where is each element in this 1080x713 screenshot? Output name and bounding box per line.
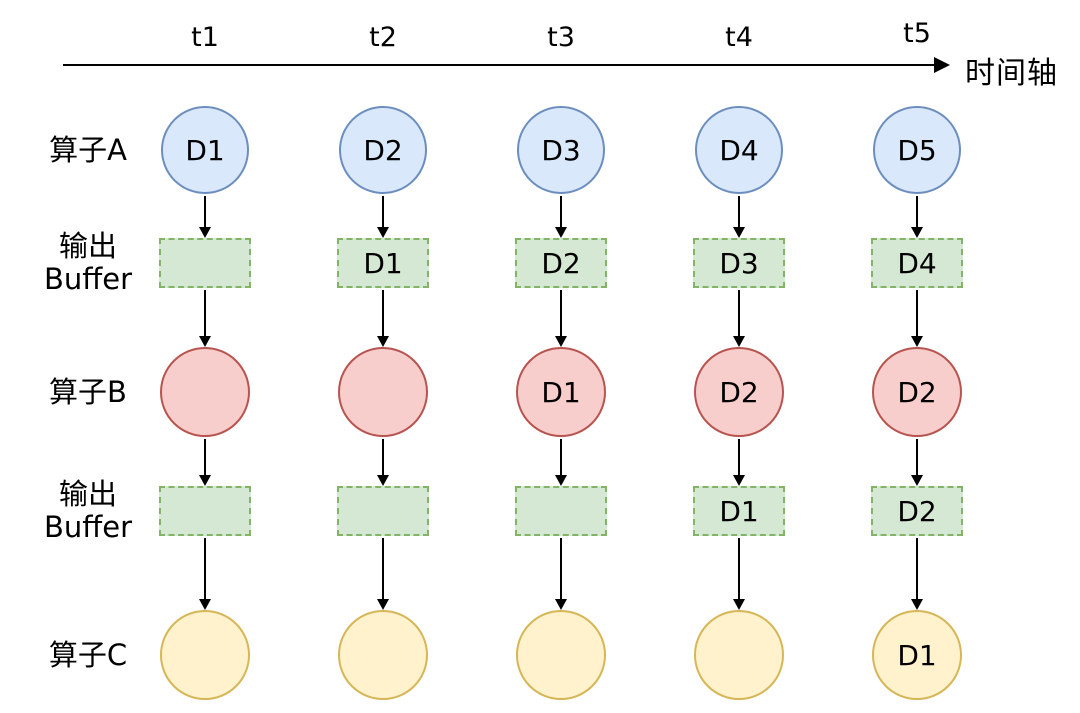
row-label-output-buffer-1: 输出 Buffer: [10, 230, 166, 296]
node-op-b-t1: [160, 347, 250, 437]
flow-arrow: [732, 439, 746, 486]
flow-arrow: [910, 538, 924, 610]
row-label-line: Buffer: [43, 262, 133, 296]
node-op-c-t1: [160, 610, 250, 700]
node-buffer1-t2: D1: [337, 238, 429, 288]
node-buffer2-t2: [337, 486, 429, 536]
time-axis-line: [63, 64, 934, 66]
row-label-line: Buffer: [43, 510, 133, 544]
node-op-c-t4: [694, 610, 784, 700]
flow-arrow: [732, 538, 746, 610]
time-tick-t4: t4: [725, 22, 753, 53]
flow-arrow: [554, 196, 568, 238]
flow-arrow: [554, 439, 568, 486]
time-tick-t1: t1: [191, 22, 219, 53]
flow-arrow: [910, 196, 924, 238]
flow-arrow: [376, 439, 390, 486]
flow-arrow: [910, 439, 924, 486]
flow-arrow: [732, 196, 746, 238]
node-buffer2-t4: D1: [693, 486, 785, 536]
flow-arrow: [198, 538, 212, 610]
row-label-operator-b: 算子B: [49, 375, 127, 409]
node-op-b-t3: D1: [516, 347, 606, 437]
node-op-c-t2: [338, 610, 428, 700]
node-op-a-t4: D4: [695, 106, 783, 194]
node-buffer1-t3: D2: [515, 238, 607, 288]
flow-arrow: [554, 538, 568, 610]
flow-arrow: [198, 439, 212, 486]
time-tick-t5: t5: [903, 18, 931, 49]
node-op-b-t4: D2: [694, 347, 784, 437]
node-op-a-t5: D5: [873, 106, 961, 194]
flow-arrow: [910, 290, 924, 347]
node-op-a-t3: D3: [517, 106, 605, 194]
time-axis-label: 时间轴: [965, 56, 1058, 91]
row-label-operator-c: 算子C: [48, 638, 128, 672]
node-op-c-t5: D1: [872, 610, 962, 700]
node-buffer1-t4: D3: [693, 238, 785, 288]
node-buffer2-t1: [159, 486, 251, 536]
node-op-b-t5: D2: [872, 347, 962, 437]
node-op-c-t3: [516, 610, 606, 700]
row-label-line: 输出: [58, 477, 117, 511]
node-op-a-t2: D2: [339, 106, 427, 194]
flow-arrow: [554, 290, 568, 347]
node-op-a-t1: D1: [161, 106, 249, 194]
flow-arrow: [732, 290, 746, 347]
node-op-b-t2: [338, 347, 428, 437]
node-buffer2-t3: [515, 486, 607, 536]
time-tick-t3: t3: [547, 22, 575, 53]
node-buffer2-t5: D2: [871, 486, 963, 536]
flow-arrow: [376, 538, 390, 610]
time-axis-arrowhead-icon: [934, 57, 950, 73]
time-tick-t2: t2: [369, 22, 397, 53]
flow-arrow: [198, 290, 212, 347]
flow-arrow: [376, 290, 390, 347]
row-label-operator-a: 算子A: [49, 133, 127, 167]
flow-arrow: [198, 196, 212, 238]
node-buffer1-t1: [159, 238, 251, 288]
row-label-line: 输出: [58, 229, 117, 263]
flow-arrow: [376, 196, 390, 238]
row-label-output-buffer-2: 输出 Buffer: [10, 478, 166, 544]
node-buffer1-t5: D4: [871, 238, 963, 288]
